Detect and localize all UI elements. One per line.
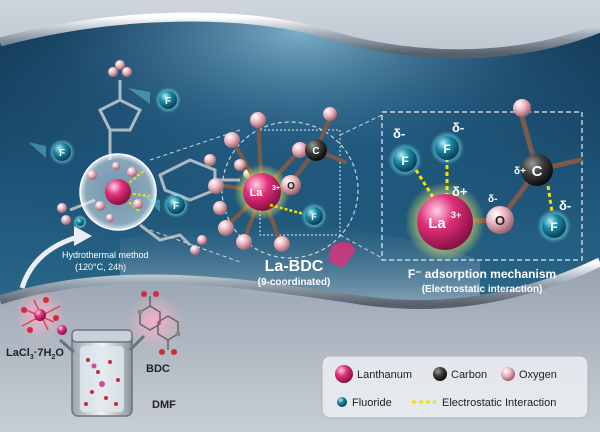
svg-text:O: O: [495, 213, 505, 228]
floating-fluoride-ion-3: F: [144, 192, 189, 218]
svg-text:δ+: δ+: [452, 184, 468, 199]
lacl3-label: LaCl3·7H2O: [6, 347, 64, 361]
svg-text:Carbon: Carbon: [451, 369, 487, 381]
svg-text:3+: 3+: [272, 185, 280, 192]
svg-text:δ-: δ-: [452, 120, 464, 135]
svg-text:La: La: [428, 215, 446, 232]
svg-text:Oxygen: Oxygen: [519, 369, 557, 381]
mechanism-title: F⁻ adsorption mechanism: [408, 267, 556, 281]
svg-text:3+: 3+: [451, 210, 461, 220]
floating-fluoride-ion-4: [73, 215, 87, 229]
svg-text:Fluoride: Fluoride: [352, 397, 392, 409]
svg-text:δ-: δ-: [488, 194, 497, 205]
legend-item-fluoride: Fluoride: [337, 397, 392, 409]
legend-item-electrostatic: Electrostatic Interaction: [412, 397, 556, 409]
bdc-label: BDC: [146, 363, 170, 375]
svg-text:F: F: [550, 220, 557, 234]
hydrothermal-label: Hydrothermal method: [62, 250, 149, 260]
lacl3-precursor: [14, 289, 67, 341]
svg-text:C: C: [312, 146, 319, 157]
la-bdc-title: La-BDC: [265, 258, 324, 275]
svg-text:δ-: δ-: [559, 198, 571, 213]
reaction-vial: [59, 329, 146, 417]
bdc-precursor: [127, 291, 183, 355]
floating-fluoride-ion-1: F: [128, 87, 181, 113]
legend-item-lanthanum: Lanthanum: [335, 365, 412, 383]
svg-text:F: F: [401, 154, 408, 168]
bottom-wave-border: [0, 257, 600, 309]
zoom-connector-lines: [149, 114, 383, 263]
svg-text:F: F: [443, 142, 450, 156]
synthesis-arrow-head: [74, 226, 92, 246]
svg-text:La: La: [250, 187, 264, 199]
dmf-label: DMF: [152, 399, 176, 411]
svg-text:δ+: δ+: [514, 166, 526, 177]
mechanism-subtitle: (Electrostatic interaction): [422, 284, 543, 295]
svg-text:C: C: [532, 163, 543, 180]
floating-fluoride-ion-2: F: [28, 139, 75, 165]
la-bdc-zoom-view: La 3+ O C F: [204, 107, 359, 268]
svg-text:δ-: δ-: [393, 126, 405, 141]
la-bdc-subtitle: (9-coordinated): [258, 277, 331, 288]
adsorption-mechanism-panel: La 3+ O C F F F δ- δ- δ+ δ- δ+ δ-: [381, 99, 583, 262]
svg-text:F: F: [173, 201, 179, 212]
legend-item-carbon: Carbon: [433, 367, 487, 381]
legend: Lanthanum Carbon Oxygen Fluoride Electro…: [321, 355, 589, 419]
svg-text:F: F: [59, 148, 65, 159]
svg-text:O: O: [287, 181, 295, 192]
svg-text:Lanthanum: Lanthanum: [357, 369, 412, 381]
hydrothermal-conditions: (120°C, 24h): [75, 262, 126, 272]
legend-item-oxygen: Oxygen: [501, 367, 557, 381]
svg-text:F: F: [311, 212, 317, 222]
synthesis-arrow: [19, 234, 79, 289]
top-wave-border: [0, 12, 600, 59]
svg-text:F: F: [165, 96, 171, 107]
svg-text:Electrostatic Interaction: Electrostatic Interaction: [442, 397, 556, 409]
